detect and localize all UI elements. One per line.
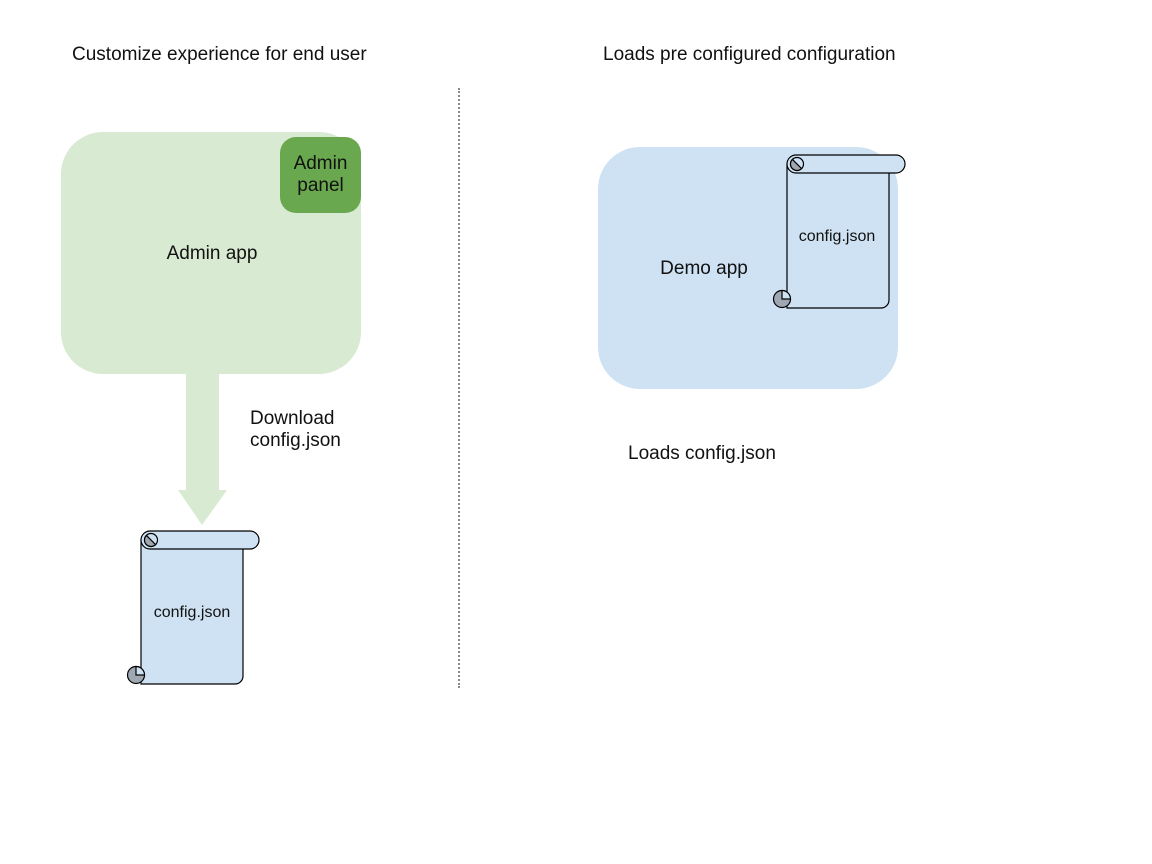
demo-app-label: Demo app <box>660 258 748 279</box>
config-json-label-right: config.json <box>798 228 876 245</box>
config-json-label-left: config.json <box>153 604 231 621</box>
download-config-label: Download config.json <box>250 408 341 451</box>
admin-app-label: Admin app <box>166 243 258 264</box>
section-divider <box>458 88 460 688</box>
loads-config-label: Loads config.json <box>628 443 776 464</box>
admin-panel-badge: Admin panel <box>280 137 361 213</box>
admin-panel-label: Admin panel <box>293 153 348 196</box>
right-section-title: Loads pre configured configuration <box>603 44 896 65</box>
left-section-title: Customize experience for end user <box>72 44 367 65</box>
download-arrow <box>178 373 227 525</box>
